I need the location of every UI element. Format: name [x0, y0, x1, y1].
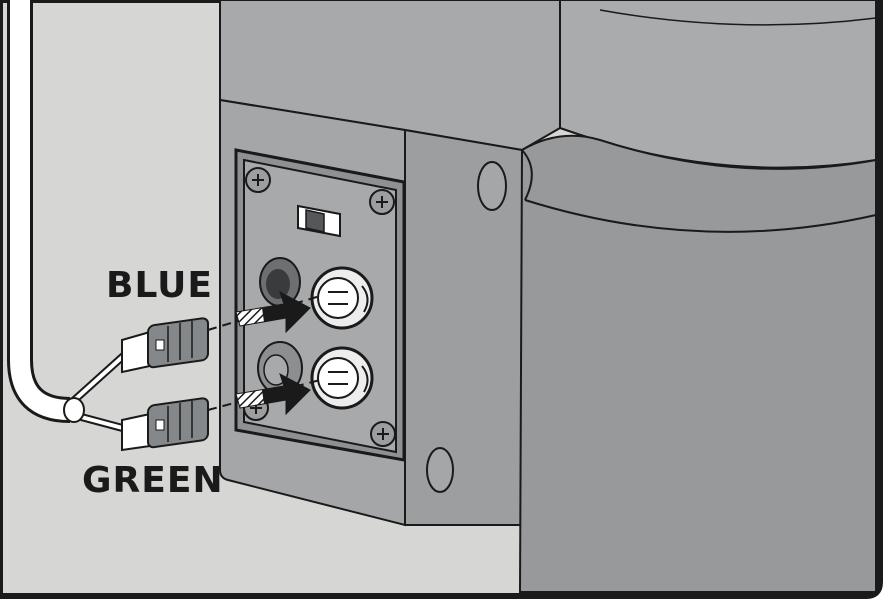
receptacle-upper [260, 258, 300, 306]
housing-cylinder [520, 0, 876, 592]
phillips-screw-icon [246, 168, 270, 192]
socket-icon [312, 348, 372, 408]
phillips-screw-icon [370, 190, 394, 214]
blue-connector-label: BLUE [106, 268, 213, 304]
phillips-screw-icon [371, 422, 395, 446]
green-connector-label: GREEN [82, 463, 224, 499]
socket-icon [312, 268, 372, 328]
